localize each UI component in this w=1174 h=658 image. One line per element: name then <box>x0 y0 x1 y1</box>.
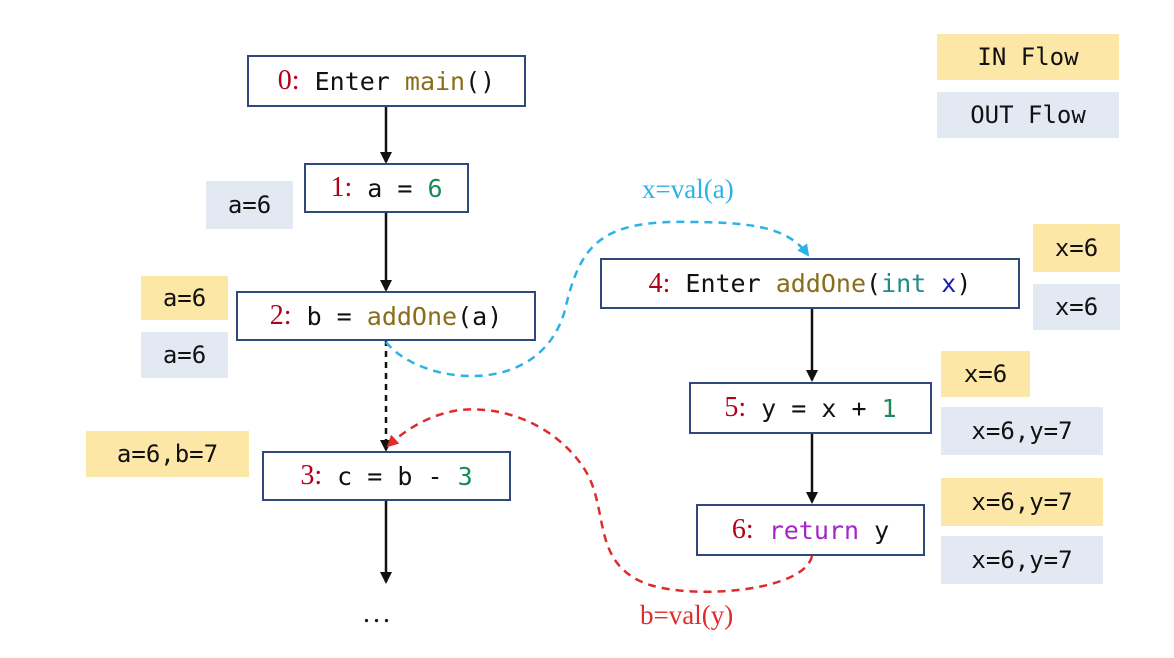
node-2-out-flow: a=6 <box>141 332 228 378</box>
node-5-literal: 1 <box>881 393 897 423</box>
node-4-paren-open: ( <box>866 269 882 298</box>
node-2-args: (a) <box>457 301 503 331</box>
node-6-in-flow: x=6,y=7 <box>941 478 1103 526</box>
node-5-out-flow: x=6,y=7 <box>941 407 1103 455</box>
node-2-number: 2: <box>269 300 292 331</box>
node-1-out-flow: a=6 <box>206 181 293 229</box>
node-4-space <box>926 269 941 298</box>
node-3-number: 3: <box>300 460 323 491</box>
node-1-number: 1: <box>330 172 353 203</box>
node-5-text: y = x + <box>746 393 882 423</box>
node-4-param: x <box>941 269 957 298</box>
node-3-in-flow: a=6,b=7 <box>86 431 249 477</box>
node-4-in-flow: x=6 <box>1033 224 1120 272</box>
node-2-call-addone: 2: b = addOne(a) <box>236 291 536 341</box>
call-edge-label: x=val(a) <box>642 174 734 204</box>
node-4-number: 4: <box>648 267 671 299</box>
node-3-assign-c: 3: c = b - 3 <box>262 451 511 501</box>
node-0-text: Enter <box>299 66 405 96</box>
node-5-number: 5: <box>724 392 747 423</box>
node-2-function: addOne <box>366 301 458 331</box>
node-2-text: b = <box>291 301 367 331</box>
node-1-literal: 6 <box>427 173 443 203</box>
return-edge-label: b=val(y) <box>640 600 734 630</box>
legend-in-flow: IN Flow <box>937 34 1119 80</box>
node-6-text: y <box>859 515 890 545</box>
node-5-assign-y: 5: y = x + 1 <box>689 382 932 434</box>
node-4-function: addOne <box>775 269 867 298</box>
node-0-args: () <box>465 66 496 96</box>
node-1-assign-a: 1: a = 6 <box>304 163 469 213</box>
node-4-paren-close: ) <box>956 269 972 298</box>
node-2-in-flow: a=6 <box>141 276 228 320</box>
node-4-type-keyword: int <box>881 269 927 298</box>
node-5-in-flow: x=6 <box>941 351 1030 397</box>
node-6-return: 6: return y <box>696 504 925 556</box>
node-0-number: 0: <box>277 65 300 96</box>
node-4-enter-addone: 4: Enter addOne(int x) <box>600 258 1020 309</box>
node-3-literal: 3 <box>457 461 473 491</box>
call-edge <box>385 220 810 378</box>
return-edge <box>386 408 814 594</box>
node-4-out-flow: x=6 <box>1033 284 1120 330</box>
node-6-number: 6: <box>731 514 754 545</box>
node-6-keyword: return <box>753 515 860 545</box>
node-0-function: main <box>404 66 466 96</box>
continuation-ellipsis: ... <box>363 598 393 629</box>
node-1-text: a = <box>352 173 428 203</box>
node-4-text: Enter <box>670 269 776 298</box>
node-6-out-flow: x=6,y=7 <box>941 536 1103 584</box>
legend-out-flow: OUT Flow <box>937 92 1119 138</box>
node-3-text: c = b - <box>322 461 458 491</box>
node-0-enter-main: 0: Enter main() <box>247 55 526 107</box>
